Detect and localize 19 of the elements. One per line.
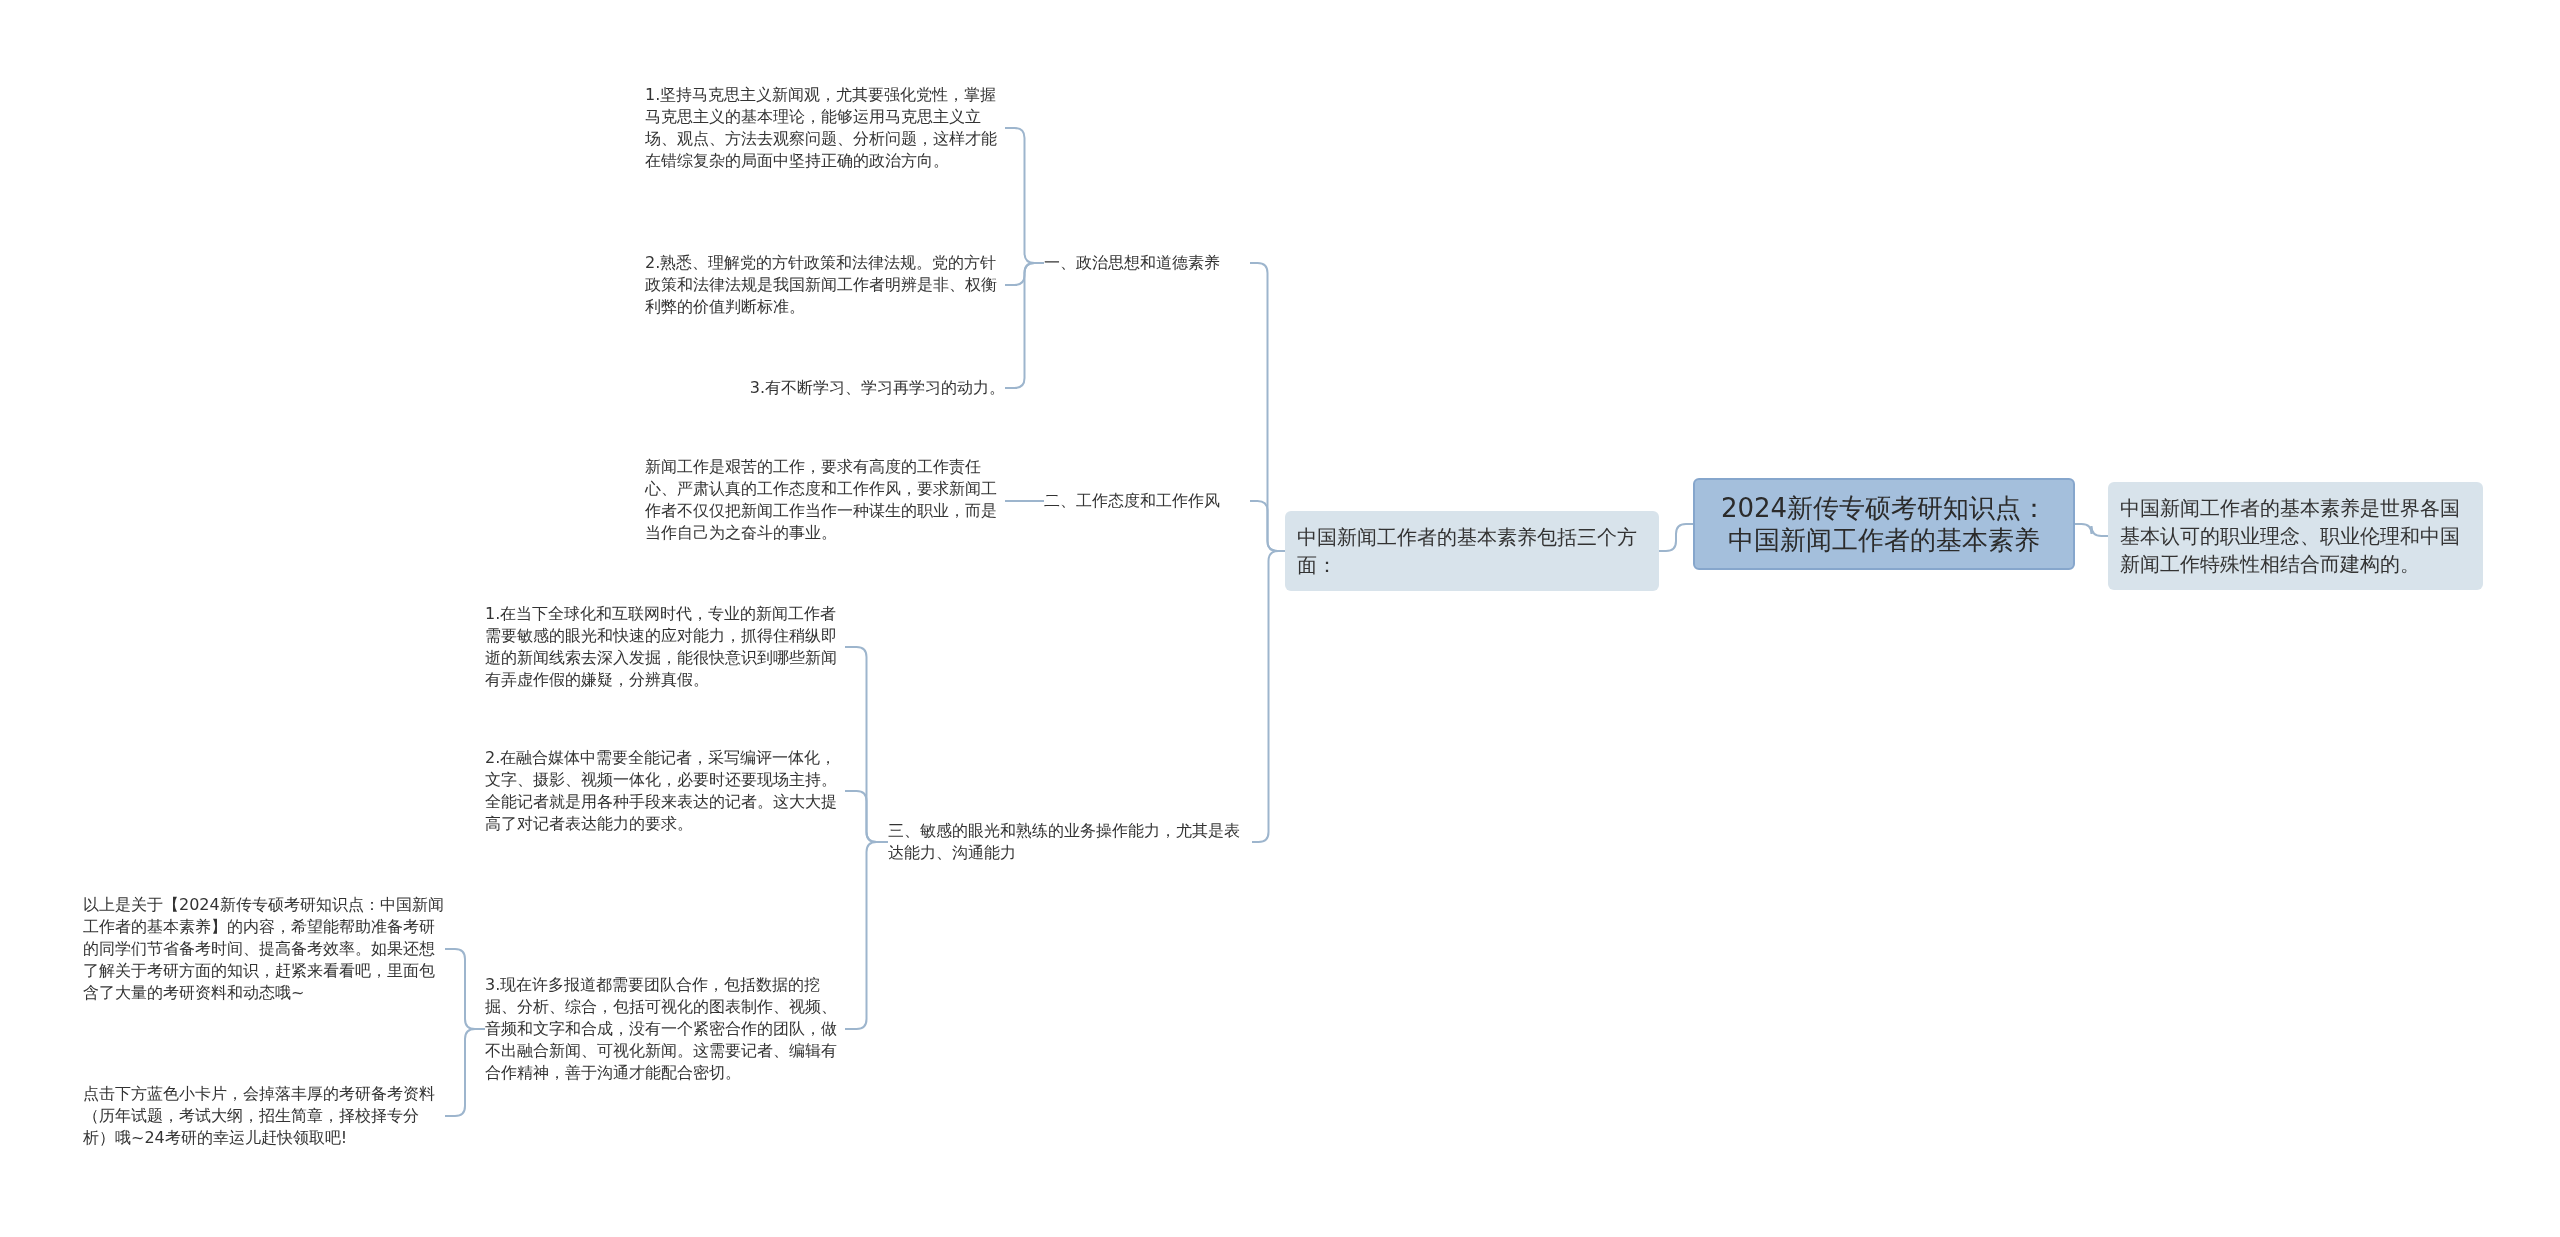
leaf-text: 2.在融合媒体中需要全能记者，采写编评一体化，文字、摄影、视频一体化，必要时还要现场主持。全能记者就是用各种手段来表达的记者。这大大提高了对记者表达能力的要求。 xyxy=(485,747,845,835)
note-text: 点击下方蓝色小卡片，会掉落丰厚的考研备考资料（历年试题，考试大纲，招生简章，择校择专分析）哦~24考研的幸运儿赶快领取吧! xyxy=(83,1083,445,1149)
note-text: 以上是关于【2024新传专硕考研知识点：中国新闻工作者的基本素养】的内容，希望能帮助准备考研的同学们节省备考时间、提高备考效率。如果还想了解关于考研方面的知识，赶紧来看看吧，里面包含了大量的考研资料和动态哦~ xyxy=(83,894,445,1004)
leaf-text: 3.有不断学习、学习再学习的动力。 xyxy=(700,377,1005,399)
branch-text: 一、政治思想和道德素养 xyxy=(1044,252,1250,274)
topic-box: 中国新闻工作者的基本素养包括三个方面： xyxy=(1285,511,1659,591)
branch-text: 三、敏感的眼光和熟练的业务操作能力，尤其是表达能力、沟通能力 xyxy=(888,820,1252,864)
connector-line xyxy=(1658,523,1694,552)
connector-line xyxy=(2074,523,2109,537)
leaf-text: 3.现在许多报道都需要团队合作，包括数据的挖掘、分析、综合，包括可视化的图表制作、视频、音频和文字和合成，没有一个紧密合作的团队，做不出融合新闻、可视化新闻。这需要记者、编辑有合作精神，善于沟通才能配合密切。 xyxy=(485,974,845,1084)
leaf-text: 新闻工作是艰苦的工作，要求有高度的工作责任心、严肃认真的工作态度和工作作风，要求新闻工作者不仅仅把新闻工作当作一种谋生的职业，而是当作自己为之奋斗的事业。 xyxy=(645,456,1005,544)
leaf-text: 1.在当下全球化和互联网时代，专业的新闻工作者需要敏感的眼光和快速的应对能力，抓得住稍纵即逝的新闻线索去深入发掘，能很快意识到哪些新闻有弄虚作假的嫌疑，分辨真假。 xyxy=(485,603,845,691)
leaf-text: 2.熟悉、理解党的方针政策和法律法规。党的方针政策和法律法规是我国新闻工作者明辨是非、权衡利弊的价值判断标准。 xyxy=(645,252,1005,318)
connector-line xyxy=(1251,550,1286,843)
topic-box: 中国新闻工作者的基本素养是世界各国基本认可的职业理念、职业伦理和中国新闻工作特殊性相结合而建构的。 xyxy=(2108,482,2483,590)
branch-text: 二、工作态度和工作作风 xyxy=(1044,490,1250,512)
leaf-text: 1.坚持马克思主义新闻观，尤其要强化党性，掌握马克思主义的基本理论，能够运用马克思主义立场、观点、方法去观察问题、分析问题，这样才能在错综复杂的局面中坚持正确的政治方向。 xyxy=(645,84,1005,172)
central-topic-box: 2024新传专硕考研知识点：中国新闻工作者的基本素养 xyxy=(1693,478,2075,570)
connector-line xyxy=(1004,500,1045,502)
